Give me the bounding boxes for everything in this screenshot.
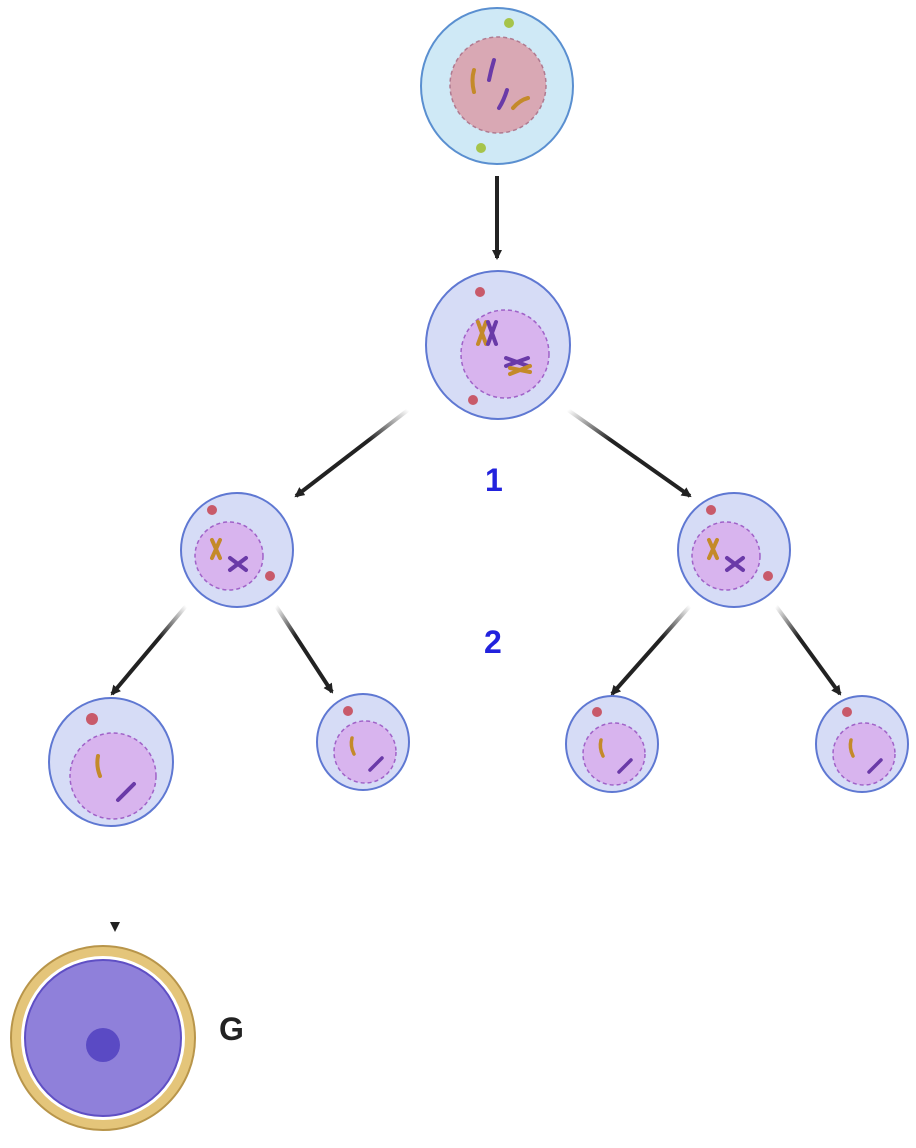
haploid-cell-icon	[815, 695, 909, 793]
daughter-cell-icon	[677, 492, 791, 608]
gamete-label: G	[219, 1011, 244, 1047]
gamete-icon	[10, 945, 196, 1131]
daughter-cell-icon	[180, 492, 294, 608]
haploid-cell-icon	[48, 697, 174, 827]
meiosis-i-cell-icon	[425, 270, 571, 420]
parent-cell-icon	[420, 7, 574, 165]
stage-2-label: 2	[484, 624, 502, 660]
haploid-cell-icon	[565, 695, 659, 793]
arrow-icon	[110, 176, 842, 932]
stage-1-label: 1	[485, 462, 503, 498]
haploid-cell-icon	[316, 693, 410, 791]
